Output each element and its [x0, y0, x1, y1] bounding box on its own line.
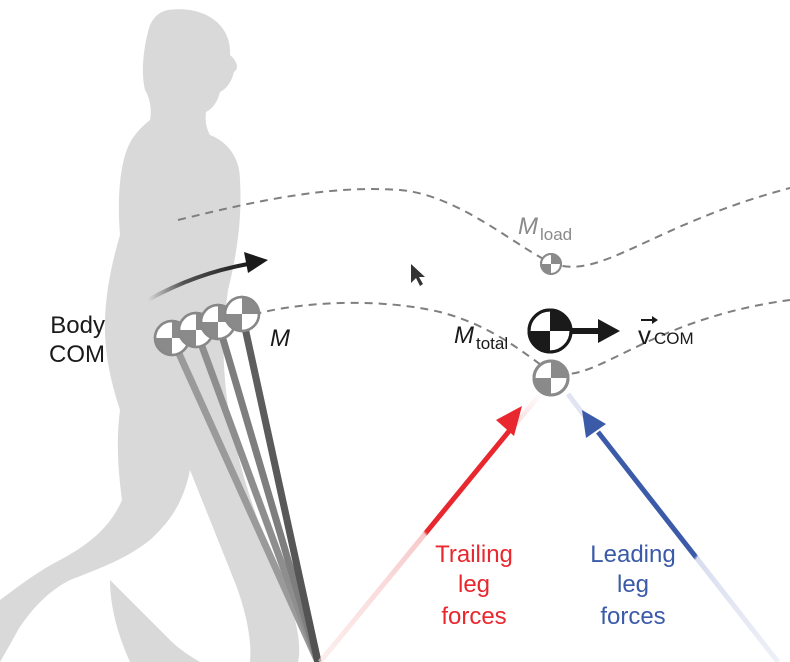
mouse-pointer-icon: [411, 264, 425, 286]
load-mass-icon: [540, 253, 562, 275]
vector-accent-icon: [641, 316, 658, 324]
total-com-icon: [527, 308, 573, 354]
load-label-main: M: [518, 213, 538, 240]
leg-lines: [168, 313, 322, 662]
total-trajectory: [239, 299, 790, 376]
human-silhouette: [0, 9, 300, 662]
leading-force-arrow: [566, 392, 780, 662]
load-trajectory: [177, 187, 790, 268]
leg-mass-icon: [223, 295, 261, 333]
trailing-label-line1: Trailing: [435, 541, 513, 568]
hip-motion-arrow: [146, 252, 268, 302]
leading-label-line2: leg: [617, 571, 649, 598]
velocity-label-sub: COM: [654, 329, 694, 348]
trailing-label-line3: forces: [441, 603, 506, 630]
leg-mass-label: M: [270, 325, 290, 352]
leading-label-line1: Leading: [590, 541, 675, 568]
total-label-sub: total: [476, 334, 508, 353]
leading-label-line3: forces: [600, 603, 665, 630]
velocity-arrow: [572, 319, 620, 343]
contact-mass-icon: [532, 359, 570, 397]
velocity-label-main: v: [638, 320, 651, 350]
body-label-line2: COM: [49, 341, 105, 368]
trailing-force-arrow: [318, 390, 544, 662]
load-label-sub: load: [540, 225, 572, 244]
total-label-main: M: [454, 322, 474, 349]
body-label-line1: Body: [50, 312, 105, 339]
leg-mass-symbols: [153, 295, 261, 357]
trailing-label-line2: leg: [458, 571, 490, 598]
